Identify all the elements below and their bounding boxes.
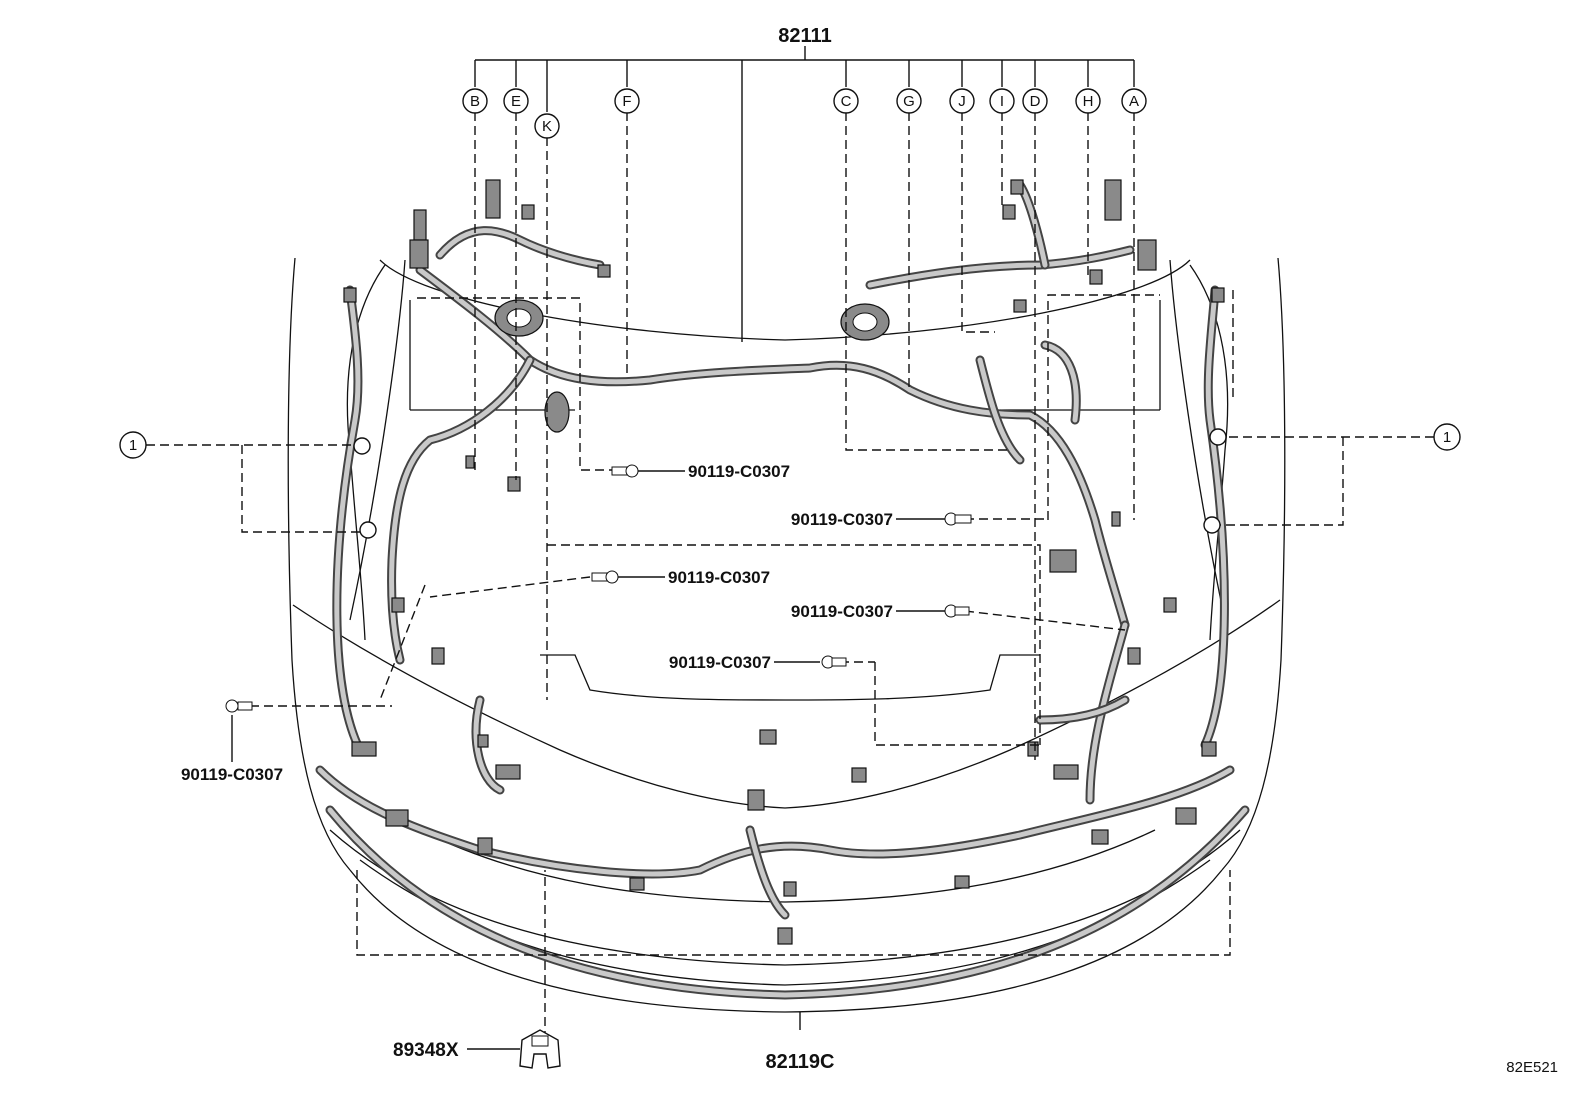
bolt-icon: [591, 570, 619, 584]
callout-a: A: [1129, 93, 1139, 110]
bolt-icon: [821, 655, 847, 669]
bolt-label-3: 90119-C0307: [668, 568, 770, 587]
callout-e: E: [511, 93, 521, 110]
bolt-icon: [944, 604, 970, 618]
main-harness-callout: [474, 46, 1135, 342]
clamp-callouts: 1 1: [119, 423, 1461, 459]
bolt-label-4: 90119-C0307: [791, 602, 893, 621]
bolt-icons: [225, 464, 972, 713]
callout-j: J: [958, 93, 966, 110]
front-harness-label: 82119C: [766, 1051, 835, 1073]
bolt-label-2: 90119-C0307: [791, 510, 893, 529]
callout-i: I: [1000, 93, 1004, 110]
front-harness-82119C: [315, 285, 1250, 1000]
callout-f: F: [622, 93, 631, 110]
diagram-code: 82E521: [1506, 1059, 1558, 1076]
main-harness-label: 82111: [778, 25, 831, 47]
bolt-label-1: 90119-C0307: [688, 462, 790, 481]
bolt-leaders: [231, 290, 1234, 1050]
connectors: [343, 179, 1225, 945]
bolt-icon: [225, 699, 253, 713]
callout-b: B: [470, 93, 480, 110]
main-harness-82111: [387, 180, 1135, 665]
sensor-icon: [519, 1029, 561, 1069]
sensor-label: 89348X: [393, 1040, 459, 1061]
part-labels: 82111 82119C 89348X 90119-C0307 90119-C0…: [181, 25, 1558, 1076]
bolt-icon: [611, 464, 639, 478]
callout-g: G: [903, 93, 915, 110]
callout-k: K: [542, 118, 552, 135]
grommets: [494, 299, 890, 433]
callout-c: C: [841, 93, 852, 110]
clamp-callout-left: 1: [129, 437, 137, 454]
callout-d: D: [1030, 93, 1041, 110]
bolt-icon: [944, 512, 972, 526]
bolt-label-5: 90119-C0307: [669, 653, 771, 672]
callout-h: H: [1083, 93, 1094, 110]
connector-callouts: B E K F C G J I D H A: [462, 88, 1147, 139]
connector-leaders: [417, 112, 1160, 760]
clamp-leaders: [146, 428, 1434, 539]
clamp-callout-right: 1: [1443, 429, 1451, 446]
bolt-label-6: 90119-C0307: [181, 765, 283, 784]
